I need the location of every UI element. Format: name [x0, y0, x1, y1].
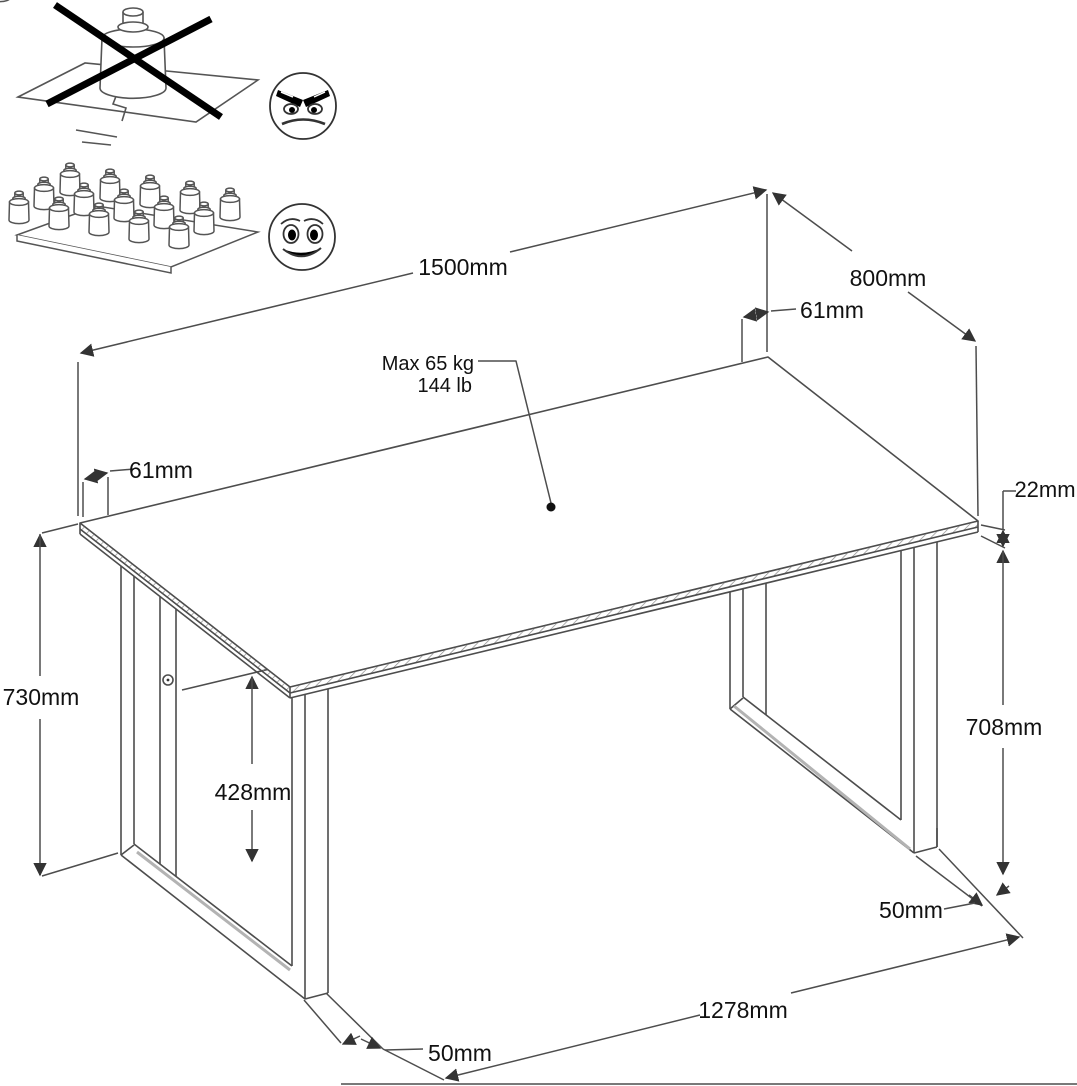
small-weight — [0, 0, 10, 3]
dim-foot-right-50 — [915, 848, 1024, 939]
angry-right-brow — [303, 90, 330, 107]
label-depth: 800mm — [850, 265, 927, 291]
label-width: 1500mm — [418, 254, 507, 280]
motion-dashes — [75, 129, 118, 146]
dim-width-1500 — [77, 186, 768, 516]
dim-feet-span-1278 — [382, 933, 1021, 1082]
label-max-load-kg: Max 65 kg — [382, 353, 474, 375]
panel-screw — [162, 674, 174, 686]
heavy-weight — [99, 7, 167, 100]
label-thickness: 22mm — [1014, 477, 1075, 502]
frown-mouth — [281, 118, 326, 126]
label-foot-left: 50mm — [428, 1040, 492, 1066]
label-height-total: 730mm — [3, 684, 80, 710]
dimension-lines — [33, 186, 1024, 1082]
happy-right-brow — [303, 218, 324, 225]
angry-left-brow — [276, 90, 303, 107]
max-load-leader — [478, 360, 556, 512]
dim-inset-right-61 — [741, 307, 797, 362]
dimension-labels: 1500mm 800mm 61mm 61mm 22mm 708mm 730mm … — [3, 254, 1076, 1066]
label-feet-span: 1278mm — [698, 997, 787, 1023]
angry-face-icon — [269, 72, 337, 140]
dim-foot-left-50 — [303, 992, 424, 1051]
distributed-load-icon — [0, 0, 261, 274]
label-max-load-lb: 144 lb — [418, 375, 473, 397]
dim-depth-800 — [771, 192, 979, 517]
label-inset-right: 61mm — [800, 297, 864, 323]
label-clearance: 428mm — [215, 779, 292, 805]
desk-drawing — [33, 186, 1077, 1085]
dim-inset-left-61 — [82, 468, 135, 517]
concentrated-load-crossed-out-icon — [15, 2, 261, 146]
label-inset-left: 61mm — [129, 457, 193, 483]
happy-left-brow — [280, 218, 301, 225]
desk-tabletop — [79, 356, 979, 699]
dim-height-730 — [33, 523, 119, 877]
desk-right-leg-frame — [729, 542, 938, 854]
max-load-point — [546, 502, 556, 512]
desk-left-leg-frame — [120, 566, 329, 1000]
cross-out-x-icon — [45, 2, 223, 120]
happy-face-icon — [268, 203, 336, 271]
label-foot-right: 50mm — [879, 897, 943, 923]
dim-thickness-22 — [980, 490, 1016, 549]
label-height-under: 708mm — [966, 714, 1043, 740]
